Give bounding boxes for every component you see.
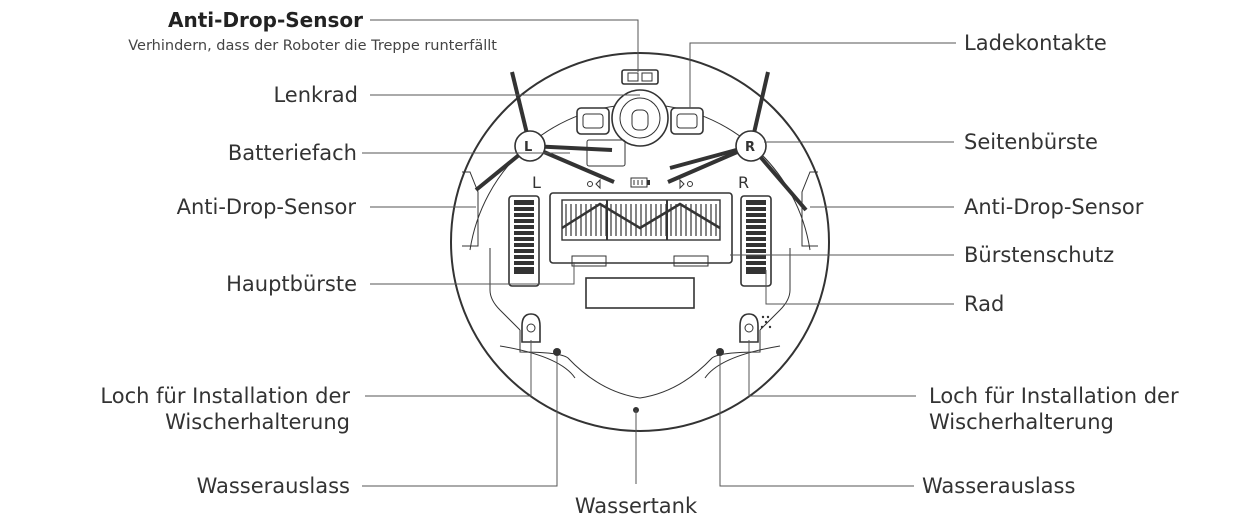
left-mop-hole-label-line2: Wischerhalterung [165,410,350,434]
left-mop-hole-label-line1: Loch für Installation der [100,384,350,408]
leader-lines [362,19,956,487]
left-wheel [508,195,540,287]
side-brush-label: Seitenbürste [964,130,1098,154]
left-side-brush [474,71,615,192]
top-sensor-description: Verhindern, dass der Roboter die Treppe … [128,38,497,54]
right-brush-hub-mark: R [745,140,755,155]
left-water-outlet-label: Wasserauslass [197,474,350,498]
front-anti-drop-sensor [621,69,659,85]
dust-bin-outlet [585,277,695,309]
right-mop-hole-label-line2: Wischerhalterung [929,410,1114,434]
right-water-outlet-label: Wasserauslass [922,474,1075,498]
steering-wheel-label: Lenkrad [273,83,358,107]
right-side-mark: R [738,173,749,192]
steering-wheel [611,89,669,147]
left-brush-hub-mark: L [524,140,532,155]
right-water-outlet-dot [716,348,724,356]
left-mop-holder-hole [521,313,541,343]
speaker-holes [760,315,772,329]
charging-contacts [576,107,704,135]
wheel-label: Rad [964,292,1004,316]
right-mop-hole-label-line1: Loch für Installation der [929,384,1179,408]
brush-guard-label: Bürstenschutz [964,243,1114,267]
left-water-outlet-dot [553,348,561,356]
left-sensor-label: Anti-Drop-Sensor [177,195,357,219]
left-side-mark: L [532,173,541,192]
water-tank-label: Wassertank [575,494,698,518]
right-sensor-label: Anti-Drop-Sensor [964,195,1144,219]
battery-compartment [586,139,693,190]
right-mop-holder-hole [739,313,759,343]
battery-label: Batteriefach [228,141,357,165]
main-brush-label: Hauptbürste [226,272,357,296]
main-brush [561,199,721,241]
right-side-brush [667,71,808,212]
top-sensor-title: Anti-Drop-Sensor [168,8,363,32]
charging-contacts-label: Ladekontakte [964,31,1107,55]
